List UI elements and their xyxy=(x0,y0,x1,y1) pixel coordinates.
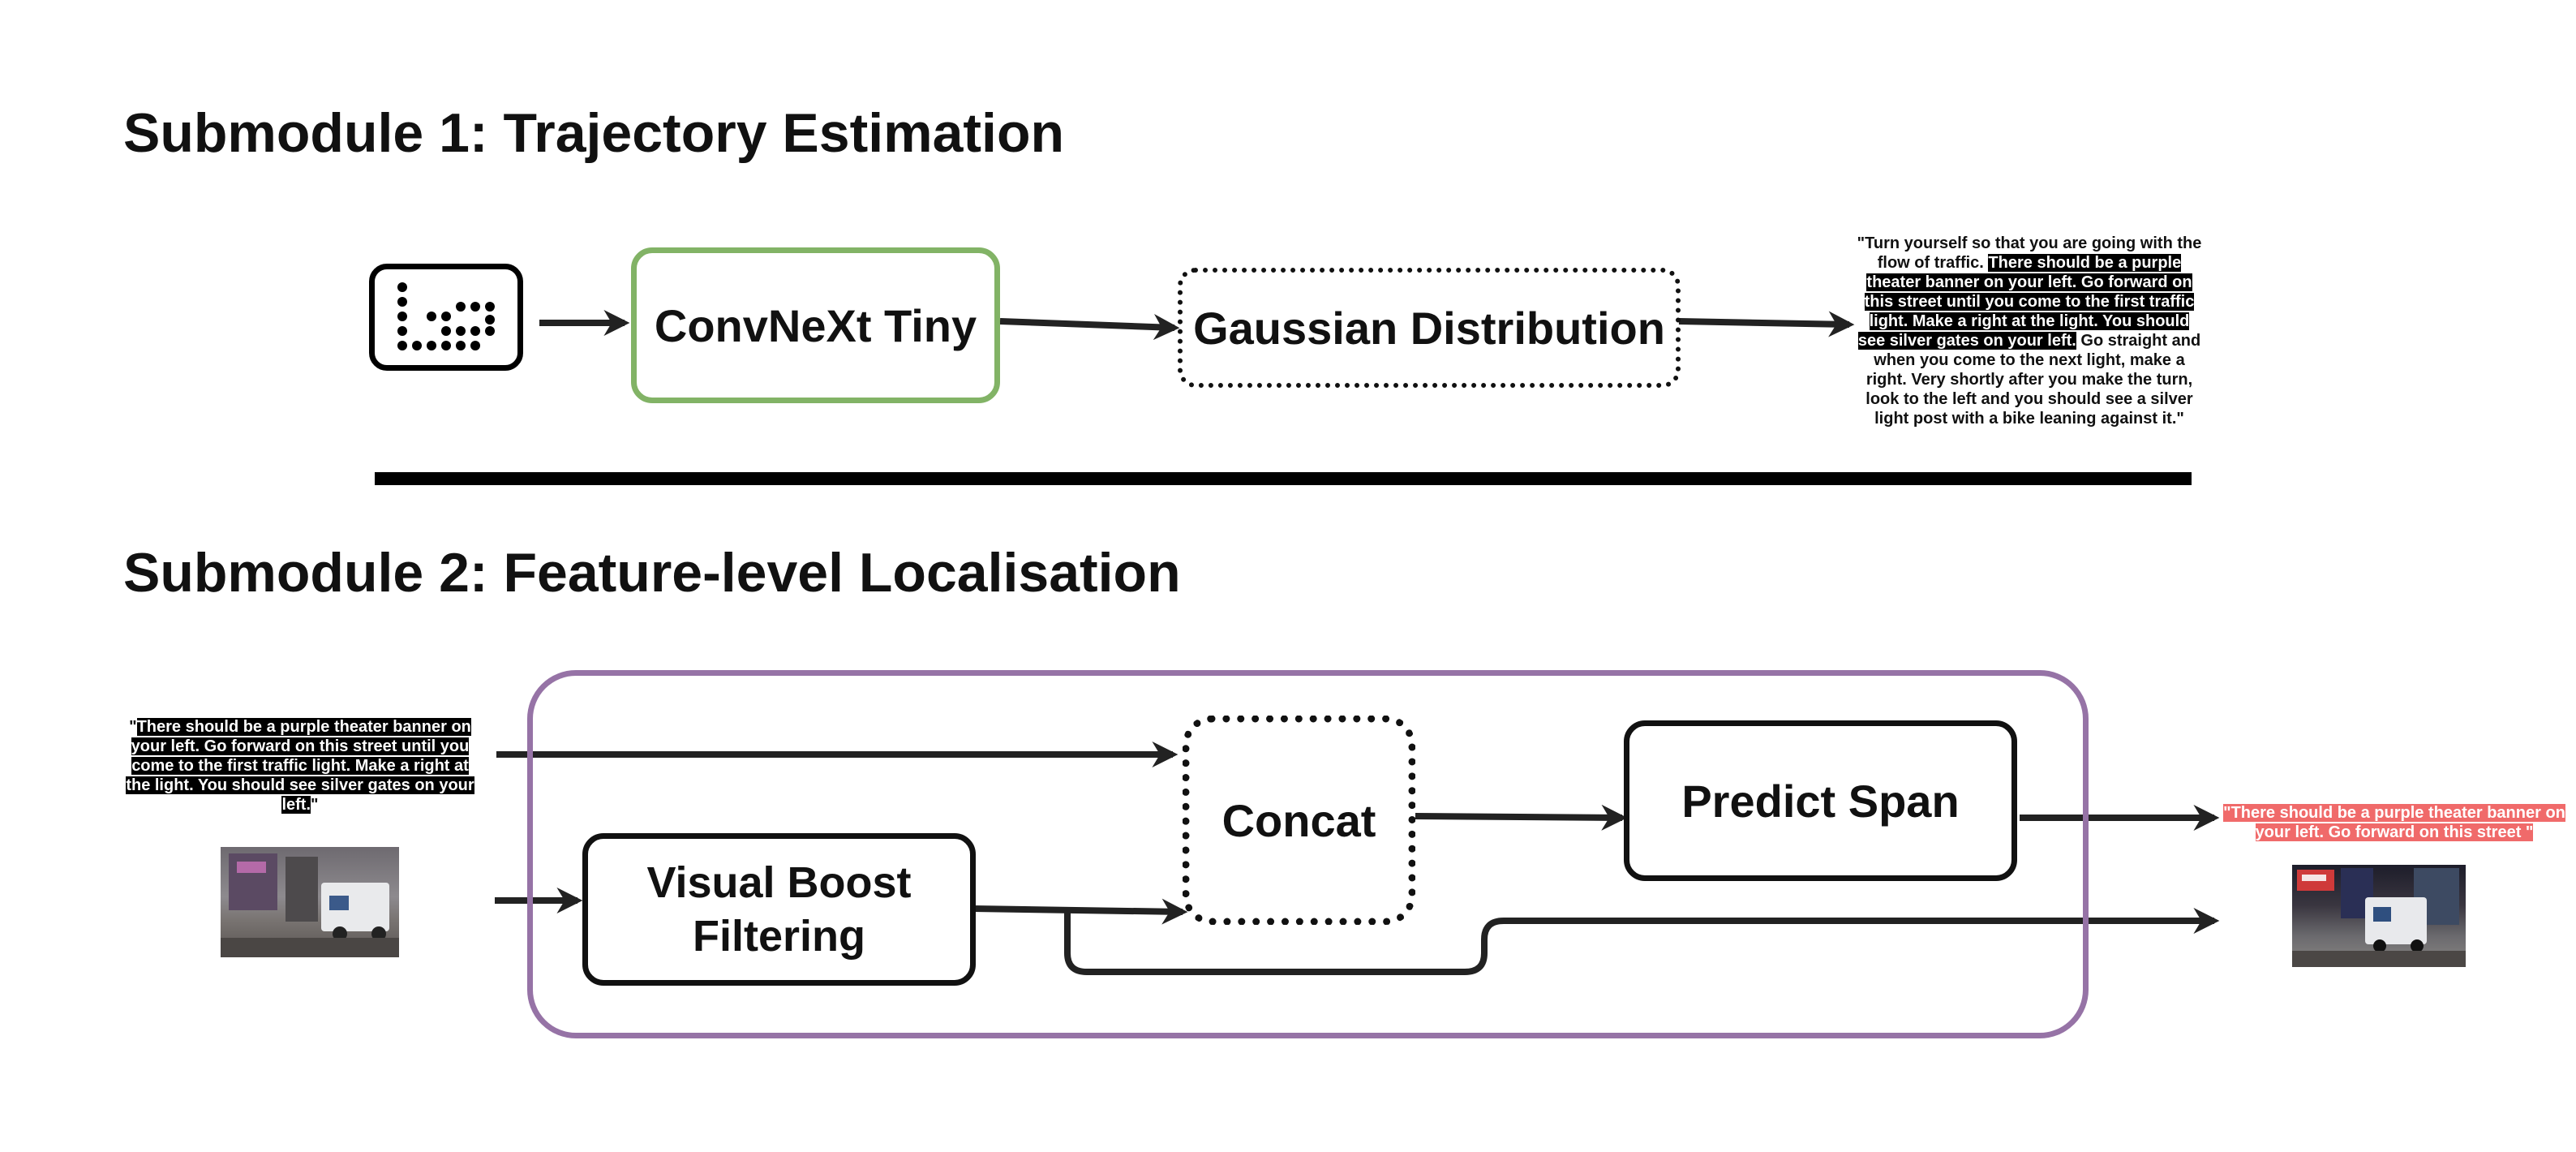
submodule1-title: Submodule 1: Trajectory Estimation xyxy=(123,102,1065,164)
input-highlighted: There should be a purple theater banner … xyxy=(126,718,474,814)
map-icon xyxy=(369,264,523,371)
predicted-span-text: "There should be a purple theater banner… xyxy=(2222,803,2566,842)
arrow-bypass-to-output-image xyxy=(1064,908,2220,975)
section-divider xyxy=(375,472,2192,485)
visual-boost-filtering-label: Visual Boost Filtering xyxy=(646,858,912,961)
model-container xyxy=(527,670,2089,1038)
instruction-before: "Turn yourself so that you are going wit… xyxy=(1857,234,2202,272)
gaussian-distribution-box: Gaussian Distribution xyxy=(1178,268,1681,388)
convnext-tiny-box: ConvNeXt Tiny xyxy=(631,247,1000,403)
input-open-quote: " xyxy=(129,718,137,736)
input-instruction-text: "There should be a purple theater banner… xyxy=(126,717,474,815)
concat-label: Concat xyxy=(1221,794,1376,846)
gaussian-distribution-label: Gaussian Distribution xyxy=(1193,302,1665,354)
full-instruction-text: "Turn yourself so that you are going wit… xyxy=(1856,234,2203,428)
predict-span-box: Predict Span xyxy=(1624,720,2017,881)
arrow-vbf-to-concat xyxy=(972,898,1188,925)
arrow-concat-to-predict xyxy=(1415,804,1628,831)
input-close-quote: " xyxy=(311,796,319,814)
visual-boost-filtering-box: Visual Boost Filtering xyxy=(582,833,976,986)
input-street-image xyxy=(221,847,399,957)
convnext-tiny-label: ConvNeXt Tiny xyxy=(654,299,977,351)
instruction-after: Go straight and when you come to the nex… xyxy=(1865,332,2201,428)
arrow-convnext-to-gaussian xyxy=(999,314,1180,341)
output-street-image xyxy=(2292,865,2466,967)
arrow-gaussian-to-text xyxy=(1678,311,1855,337)
predict-span-label: Predict Span xyxy=(1681,775,1960,827)
submodule2-title: Submodule 2: Feature-level Localisation xyxy=(123,542,1181,604)
concat-box: Concat xyxy=(1183,716,1415,925)
predicted-span-highlight: "There should be a purple theater banner… xyxy=(2223,804,2565,841)
